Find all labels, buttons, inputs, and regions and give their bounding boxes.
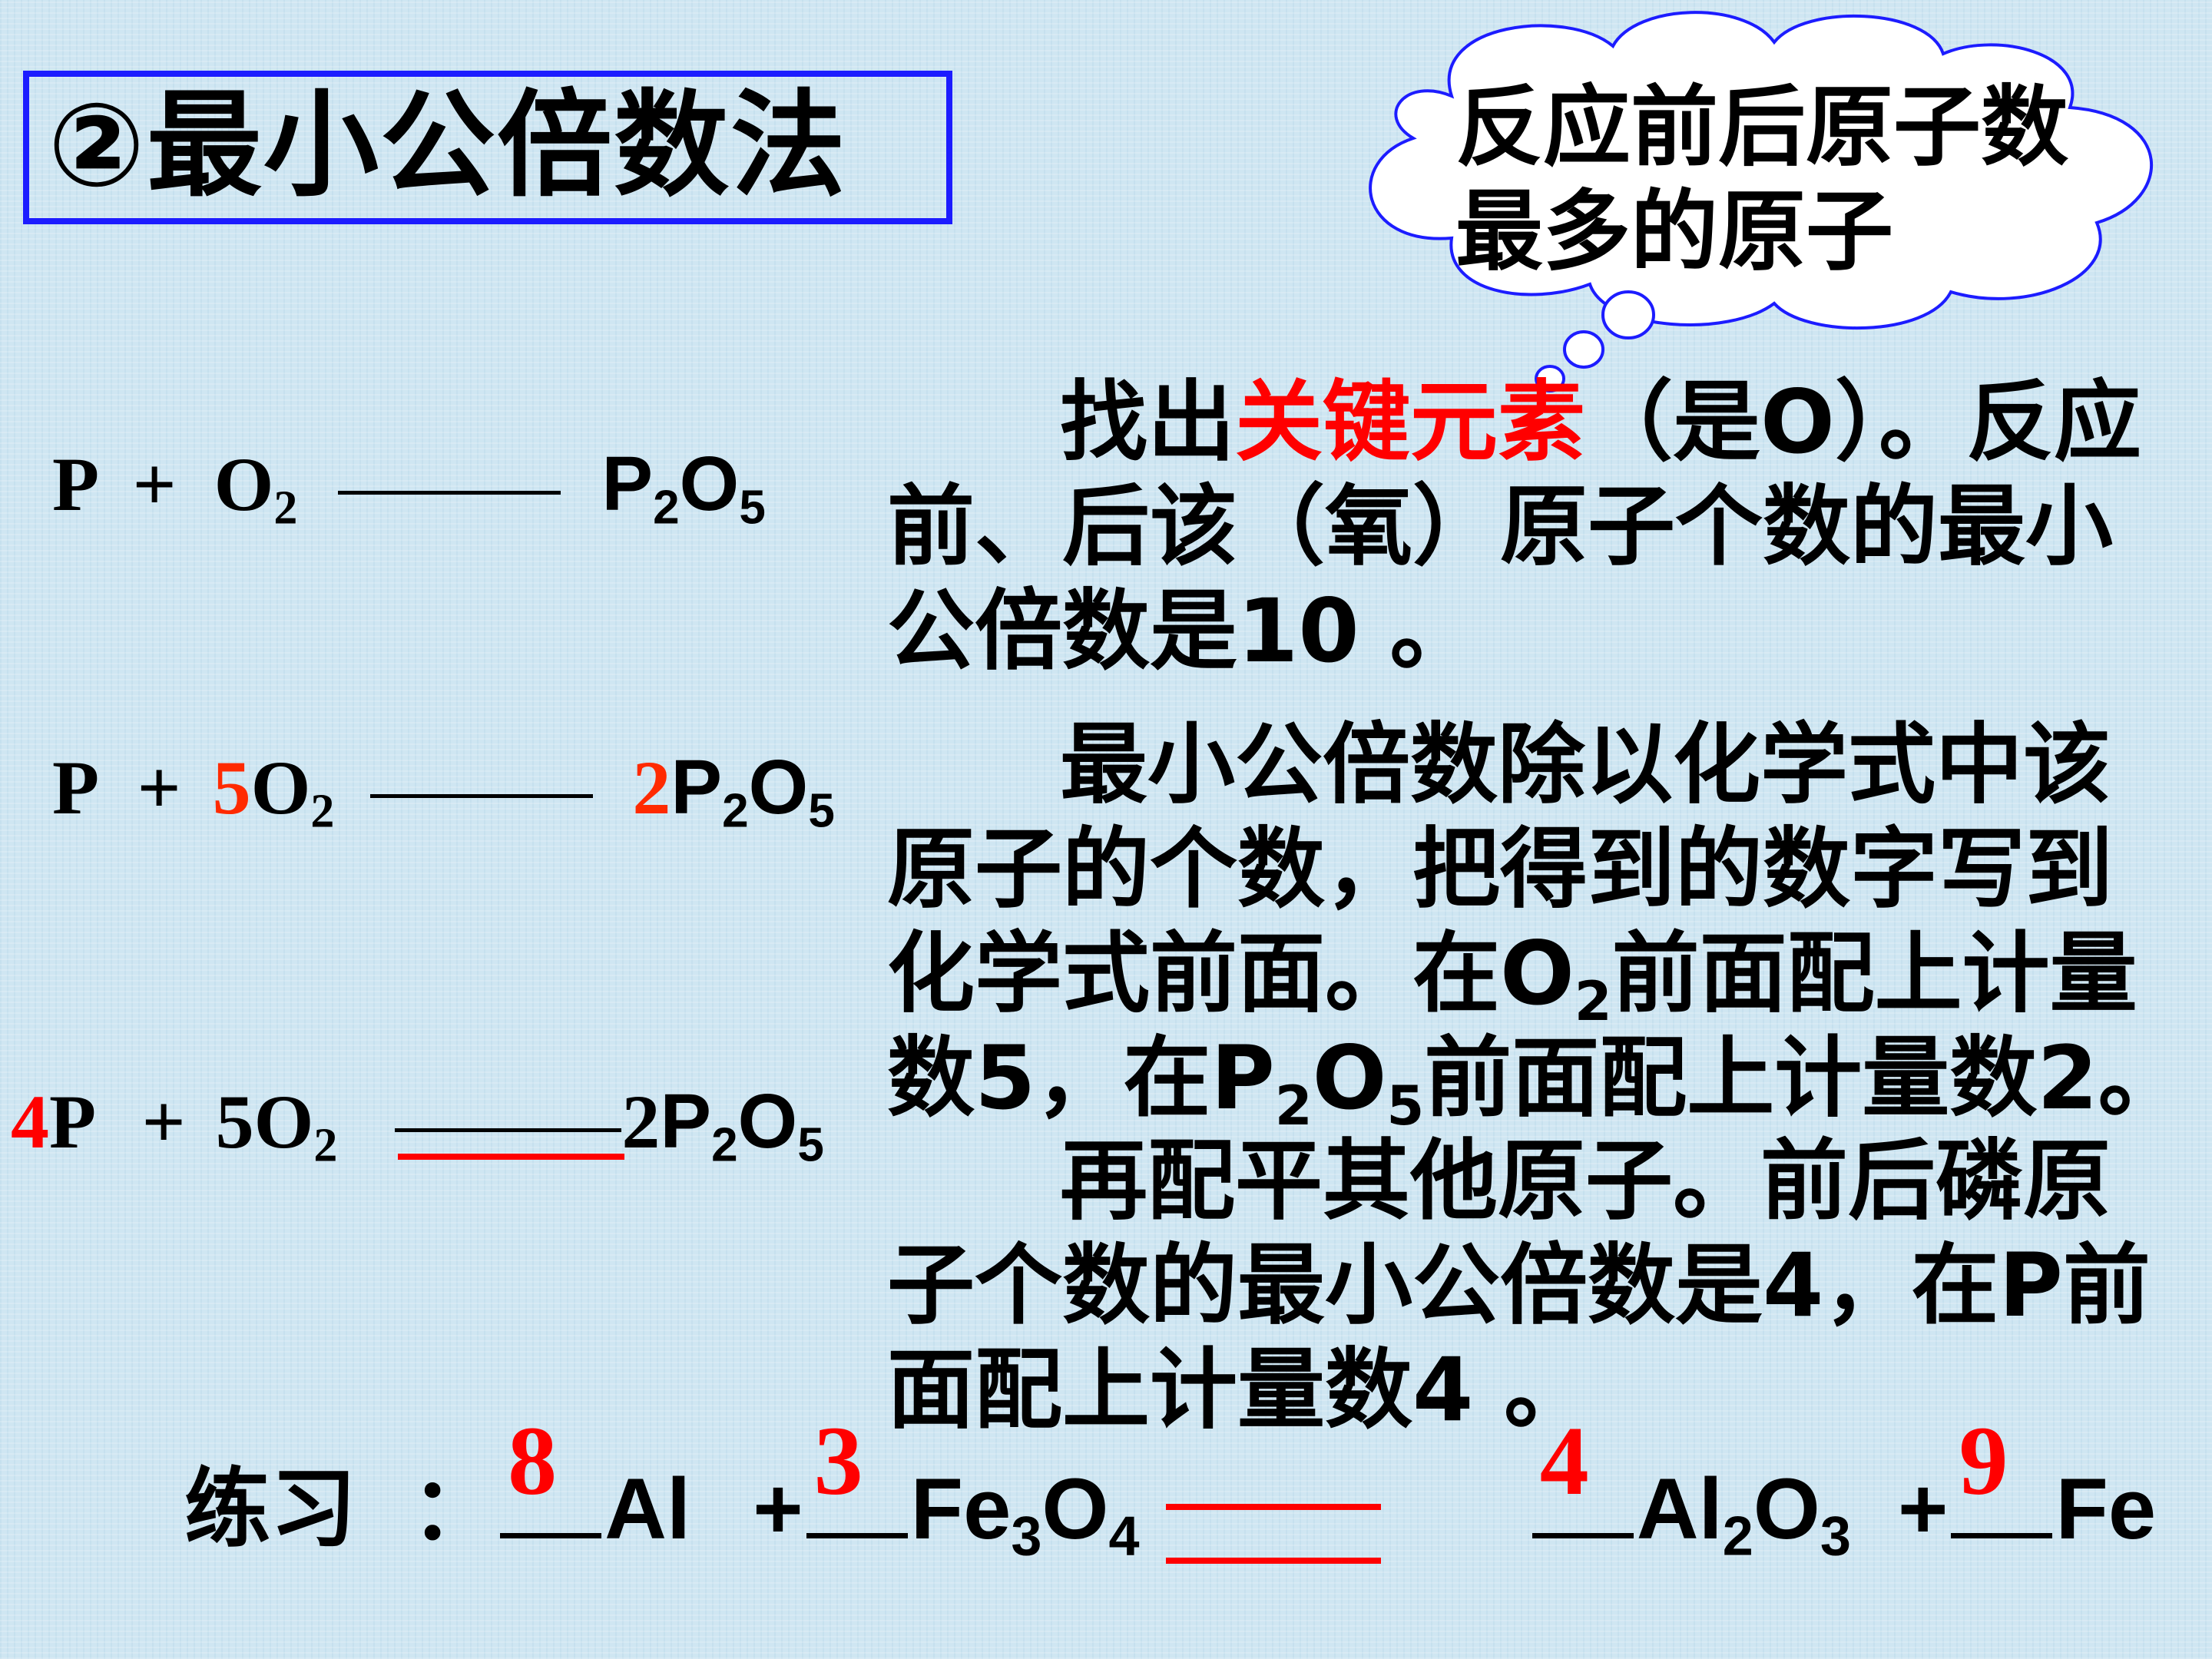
practice-o: O [1041, 1461, 1109, 1557]
para3-text: 再配平其他原子。前后磷原子个数的最小公倍数是4，在P前面配上计量数4 。 [887, 1130, 2151, 1441]
blank-al2o3[interactable]: 4 [1532, 1412, 1634, 1538]
eq3-reactant-o-sub: 2 [313, 1119, 338, 1172]
eq2-product-o-sub: 5 [808, 784, 835, 838]
cloud-text: 反应前后原子数 最多的原子 [1455, 75, 2068, 284]
eq1-plus: + [132, 442, 177, 527]
eq2-product-p-sub: 2 [722, 784, 749, 838]
thought-cloud [1369, 11, 2154, 392]
practice-fe: Fe [910, 1461, 1012, 1557]
practice-plus-1: + [753, 1461, 803, 1557]
paragraph-1: 找出关键元素（是O）。反应前、后该（氧）原子个数的最小公倍数是10 。 [887, 370, 2193, 684]
answer-fe: 9 [1959, 1406, 2008, 1515]
cloud-line-1: 反应前后原子数 [1455, 76, 2069, 178]
para1-key-element: 关键元素 [1235, 371, 1586, 473]
eq3-equal-underline [398, 1154, 624, 1160]
eq3-o2-coefficient: 5 [215, 1079, 254, 1164]
eq1-reactant-p: P [52, 442, 95, 527]
eq1-product-p: P [601, 441, 654, 527]
paragraph-3: 再配平其他原子。前后磷原子个数的最小公倍数是4，在P前面配上计量数4 。 [887, 1129, 2193, 1442]
para2-text-d: 前面配上计量数2。 [1424, 1027, 2186, 1129]
practice-al: Al [604, 1461, 691, 1557]
eq3-reactant-p: P [49, 1079, 92, 1164]
eq2-reactant-p: P [52, 745, 95, 830]
eq3-p-coefficient: 4 [11, 1079, 49, 1164]
equation-2: P + 5O2 2P2O5 [52, 749, 835, 835]
blank-fe3o4[interactable]: 3 [806, 1412, 908, 1538]
blank-fe[interactable]: 9 [1951, 1412, 2053, 1538]
eq2-p2o5-coefficient: 2 [632, 745, 671, 830]
practice-fe-sub: 3 [1011, 1505, 1042, 1568]
para2-sub-a: 2 [1574, 970, 1612, 1033]
answer-fe3o4: 3 [813, 1406, 863, 1515]
practice-colon: ： [411, 1459, 498, 1559]
cloud-shape [1369, 11, 2154, 330]
para2-text-a: 最小公倍数除以化学式中该原子的个数，把得到的数字写到化学式前面。在O [887, 714, 2114, 1025]
eq2-o2-coefficient: 5 [212, 745, 251, 830]
eq1-reactant-o-sub: 2 [273, 482, 298, 535]
para2-sub-c: 5 [1386, 1075, 1425, 1137]
eq1-product-o: O [679, 441, 740, 527]
eq2-plus: + [137, 745, 181, 830]
practice-al2: Al [1636, 1461, 1723, 1557]
eq1-product-o-sub: 5 [739, 481, 766, 535]
eq3-plus: + [141, 1079, 186, 1164]
eq3-product-p-sub: 2 [711, 1118, 738, 1172]
eq3-product-o-sub: 5 [797, 1118, 824, 1172]
para2-text-b: 前面配上计量数5，在P [887, 922, 2137, 1129]
eq3-p2o5-coefficient: 2 [621, 1079, 661, 1164]
answer-al: 8 [508, 1406, 558, 1515]
practice-o2: O [1753, 1461, 1820, 1557]
eq2-product-p: P [671, 744, 723, 830]
eq3-reactant-o: O [253, 1079, 314, 1164]
para1-suffix: （是O）。反应前、后该（氧）原子个数的最小公倍数是10 。 [887, 371, 2141, 682]
eq2-reaction-line [370, 793, 594, 798]
blank-al[interactable]: 8 [500, 1412, 602, 1538]
para2-text-c: O [1312, 1027, 1387, 1129]
eq1-reaction-line [338, 490, 561, 495]
equation-1: P + O2 P2O5 [52, 445, 766, 531]
eq1-product-p-sub: 2 [653, 481, 680, 535]
practice-label: 练习 [184, 1459, 356, 1559]
practice-equal-line-bottom [1166, 1558, 1381, 1564]
paragraph-2: 最小公倍数除以化学式中该原子的个数，把得到的数字写到化学式前面。在O2前面配上计… [887, 713, 2193, 1133]
eq2-reactant-o: O [250, 745, 311, 830]
practice-fe2: Fe [2055, 1461, 2157, 1557]
para2-sub-b: 2 [1274, 1075, 1313, 1137]
eq1-reactant-o: O [214, 442, 274, 527]
answer-al2o3: 4 [1539, 1406, 1589, 1515]
eq3-reaction-line [395, 1128, 622, 1132]
title-frame [23, 71, 952, 224]
eq3-product-o: O [737, 1078, 798, 1164]
eq2-product-o: O [748, 744, 809, 830]
practice-o2-sub: 3 [1820, 1505, 1851, 1568]
slide-title: ②最小公倍数法 [48, 79, 848, 213]
para1-prefix: 找出 [1060, 371, 1236, 473]
practice-equal-line-top [1166, 1504, 1381, 1510]
practice-al2-sub: 2 [1722, 1505, 1753, 1568]
eq2-reactant-o-sub: 2 [310, 785, 335, 838]
practice-o-sub: 4 [1108, 1505, 1140, 1568]
practice-plus-2: + [1898, 1461, 1949, 1557]
eq3-product-p: P [660, 1078, 712, 1164]
equation-3: 4P + 5O2 2P2O5 [11, 1083, 824, 1169]
cloud-line-2: 最多的原子 [1455, 180, 1894, 283]
